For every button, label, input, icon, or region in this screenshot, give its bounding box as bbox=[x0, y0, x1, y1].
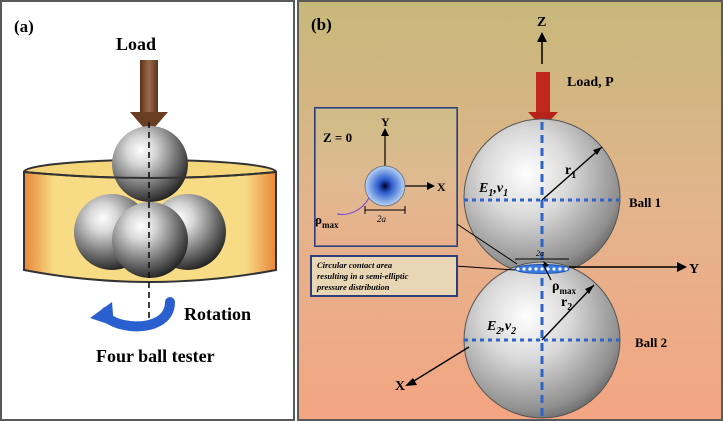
four-ball-tester-caption: Four ball tester bbox=[96, 346, 215, 366]
y-axis-arrow-icon bbox=[677, 262, 687, 272]
bottom-ball-center bbox=[112, 202, 188, 278]
inset-z0-label: Z = 0 bbox=[323, 130, 352, 145]
panel-a-label: (a) bbox=[14, 17, 34, 36]
r1-label: r1 bbox=[565, 163, 576, 181]
z-axis-arrow-icon bbox=[537, 32, 547, 42]
y-axis-label: Y bbox=[689, 262, 699, 277]
contact-width-label: 2a bbox=[536, 249, 544, 258]
callout-line-1: Circular contact area bbox=[317, 260, 393, 270]
rotation-label: Rotation bbox=[184, 304, 251, 324]
contact-geometry-diagram: (b) Z Load, P r1 r2 E1,ν1 E2,ν2 Ba bbox=[299, 2, 721, 419]
rotation-arrow-icon bbox=[90, 297, 175, 332]
z-axis-label: Z bbox=[537, 15, 546, 30]
contact-area-ellipse bbox=[514, 264, 570, 274]
inset-x-label: X bbox=[437, 180, 446, 194]
e1-nu1-label: E1,ν1 bbox=[478, 181, 508, 199]
inset-y-label: Y bbox=[381, 115, 390, 129]
inset-width-label: 2a bbox=[377, 214, 387, 224]
panel-a: (a) Load Rotation Four ball tester bbox=[0, 0, 295, 421]
four-ball-tester-figure: (a) Load Rotation Four ball tester bbox=[14, 17, 277, 366]
callout-line-3: pressure distribution bbox=[316, 282, 390, 292]
e2-nu2-label: E2,ν2 bbox=[486, 319, 516, 337]
x-axis-label: X bbox=[395, 379, 405, 394]
callout-line-2: resulting in a semi-elliptic bbox=[317, 271, 409, 281]
inset-contact-disk bbox=[364, 165, 406, 207]
inset-z0-view: Z = 0 Y X ρmax 2a bbox=[314, 107, 458, 247]
callout-box: Circular contact area resulting in a sem… bbox=[310, 255, 458, 297]
r1-arrow-icon bbox=[593, 147, 602, 155]
ball-1-label: Ball 1 bbox=[629, 195, 661, 210]
r2-arrow-icon bbox=[585, 285, 594, 294]
ball-2-label: Ball 2 bbox=[635, 335, 667, 350]
load-p-label: Load, P bbox=[567, 75, 614, 90]
top-ball bbox=[112, 126, 188, 202]
panel-b-label: (b) bbox=[311, 15, 332, 34]
panel-b: (b) Z Load, P r1 r2 E1,ν1 E2,ν2 Ba bbox=[297, 0, 723, 421]
r2-label: r2 bbox=[561, 295, 572, 313]
load-label-a: Load bbox=[116, 34, 156, 54]
inset-rho-max-label: ρmax bbox=[315, 212, 339, 230]
rho-max-label: ρmax bbox=[552, 279, 576, 296]
x-axis-arrow-icon bbox=[405, 378, 417, 386]
